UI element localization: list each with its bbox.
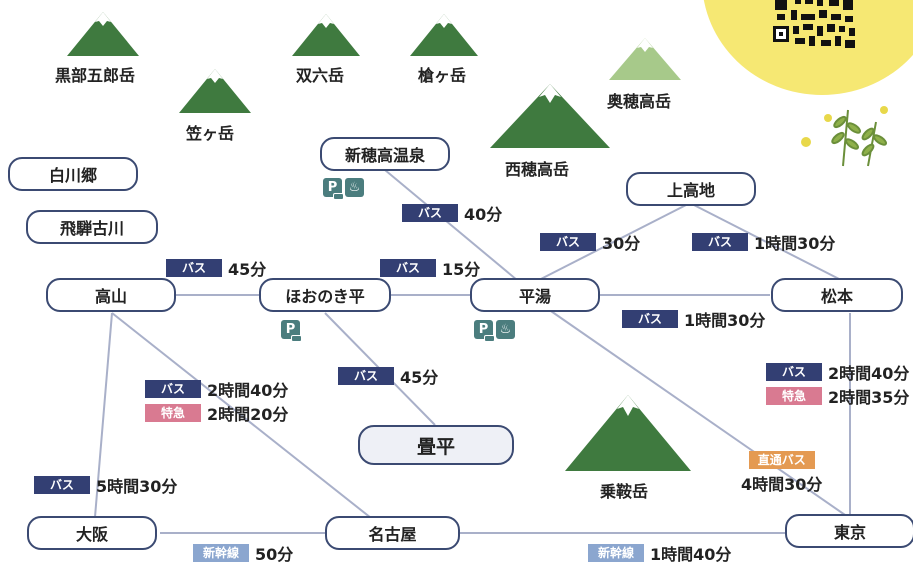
- place-takayama[interactable]: 高山: [46, 278, 176, 312]
- mountain-norikura-icon: [565, 395, 691, 471]
- mountain-yari-icon: [410, 14, 478, 56]
- onsen-icon: ♨: [345, 178, 364, 197]
- duration: 4時間30分: [741, 475, 823, 494]
- mountain-kurobe-icon: [67, 12, 139, 56]
- duration: 45分: [228, 260, 267, 279]
- place-tokyo[interactable]: 東京: [785, 514, 913, 548]
- duration: 1時間30分: [754, 234, 836, 253]
- decorative-leaves-icon: [801, 106, 888, 167]
- place-hida-furukawa[interactable]: 飛騨古川: [26, 210, 158, 244]
- place-honoki[interactable]: ほおのき平: [259, 278, 391, 312]
- parking-icon: P: [323, 178, 344, 200]
- mountain-label: 奥穂高岳: [607, 92, 672, 111]
- bus-tag: バス: [766, 363, 822, 381]
- route-label: 特急 2時間35分: [766, 384, 909, 408]
- route-label: バス 2時間40分: [766, 360, 909, 384]
- mountain-label: 双六岳: [296, 66, 345, 85]
- bus-tag: バス: [166, 259, 222, 277]
- place-kamikochi[interactable]: 上高地: [626, 172, 756, 206]
- qr-code: [771, 0, 857, 54]
- route-label: バス 45分: [338, 364, 438, 388]
- bus-tag: バス: [338, 367, 394, 385]
- bus-tag: バス: [622, 310, 678, 328]
- bus-tag: バス: [402, 204, 458, 222]
- bus-tag: バス: [145, 380, 201, 398]
- route-label: バス 1時間30分: [692, 230, 835, 254]
- mountain-label: 西穂高岳: [505, 160, 570, 179]
- shinhotaka-amenities: P ♨: [323, 178, 364, 200]
- place-shinhotaka[interactable]: 新穂高温泉: [320, 137, 450, 171]
- express-tag: 特急: [766, 387, 822, 405]
- duration: 2時間20分: [207, 405, 289, 424]
- bus-tag: バス: [540, 233, 596, 251]
- bus-tag: バス: [34, 476, 90, 494]
- bus-tag: バス: [692, 233, 748, 251]
- route-label: バス 30分: [540, 230, 640, 254]
- place-shirakawago[interactable]: 白川郷: [8, 157, 138, 191]
- duration: 2時間40分: [207, 381, 289, 400]
- route-label: 新幹線 1時間40分: [588, 541, 731, 565]
- shinkansen-tag: 新幹線: [193, 544, 249, 562]
- place-hirayu[interactable]: 平湯: [470, 278, 600, 312]
- mountain-label: 槍ヶ岳: [418, 66, 467, 85]
- mountain-kasa-icon: [179, 69, 251, 113]
- route-label: バス 5時間30分: [34, 473, 177, 497]
- parking-icon: P: [281, 320, 302, 342]
- mountain-sugoroku-icon: [292, 14, 360, 56]
- duration: 2時間40分: [828, 364, 910, 383]
- route-label: バス 2時間40分: [145, 377, 288, 401]
- place-tatamidaira[interactable]: 畳平: [358, 425, 514, 465]
- place-nagoya[interactable]: 名古屋: [325, 516, 460, 550]
- duration: 45分: [400, 368, 439, 387]
- route-label: 新幹線 50分: [193, 541, 293, 565]
- route-label: バス 1時間30分: [622, 307, 765, 331]
- place-osaka[interactable]: 大阪: [27, 516, 157, 550]
- route-label: バス 15分: [380, 256, 480, 280]
- hirayu-amenities: P ♨: [474, 320, 515, 342]
- express-tag: 特急: [145, 404, 201, 422]
- mountain-label: 笠ヶ岳: [186, 124, 235, 143]
- bus-tag: バス: [380, 259, 436, 277]
- direct-bus-tag: 直通バス: [748, 451, 815, 469]
- place-matsumoto[interactable]: 松本: [771, 278, 903, 312]
- duration: 1時間40分: [650, 545, 732, 564]
- duration: 40分: [464, 205, 503, 224]
- route-label: バス 45分: [166, 256, 266, 280]
- duration: 15分: [442, 260, 481, 279]
- duration: 1時間30分: [684, 311, 766, 330]
- duration: 5時間30分: [96, 477, 178, 496]
- duration: 50分: [255, 545, 294, 564]
- mountain-label: 黒部五郎岳: [55, 66, 136, 85]
- honoki-amenities: P: [281, 320, 302, 342]
- route-label: 特急 2時間20分: [145, 401, 288, 425]
- route-label: 直通バス 4時間30分: [741, 451, 822, 495]
- mountain-nishihotaka-icon: [490, 84, 610, 148]
- shinkansen-tag: 新幹線: [588, 544, 644, 562]
- mountain-label: 乗鞍岳: [600, 482, 649, 501]
- route-label: バス 40分: [402, 201, 502, 225]
- mountain-okuhotaka-icon: [609, 38, 681, 80]
- onsen-icon: ♨: [496, 320, 515, 339]
- parking-icon: P: [474, 320, 495, 342]
- duration: 30分: [602, 234, 641, 253]
- duration: 2時間35分: [828, 388, 910, 407]
